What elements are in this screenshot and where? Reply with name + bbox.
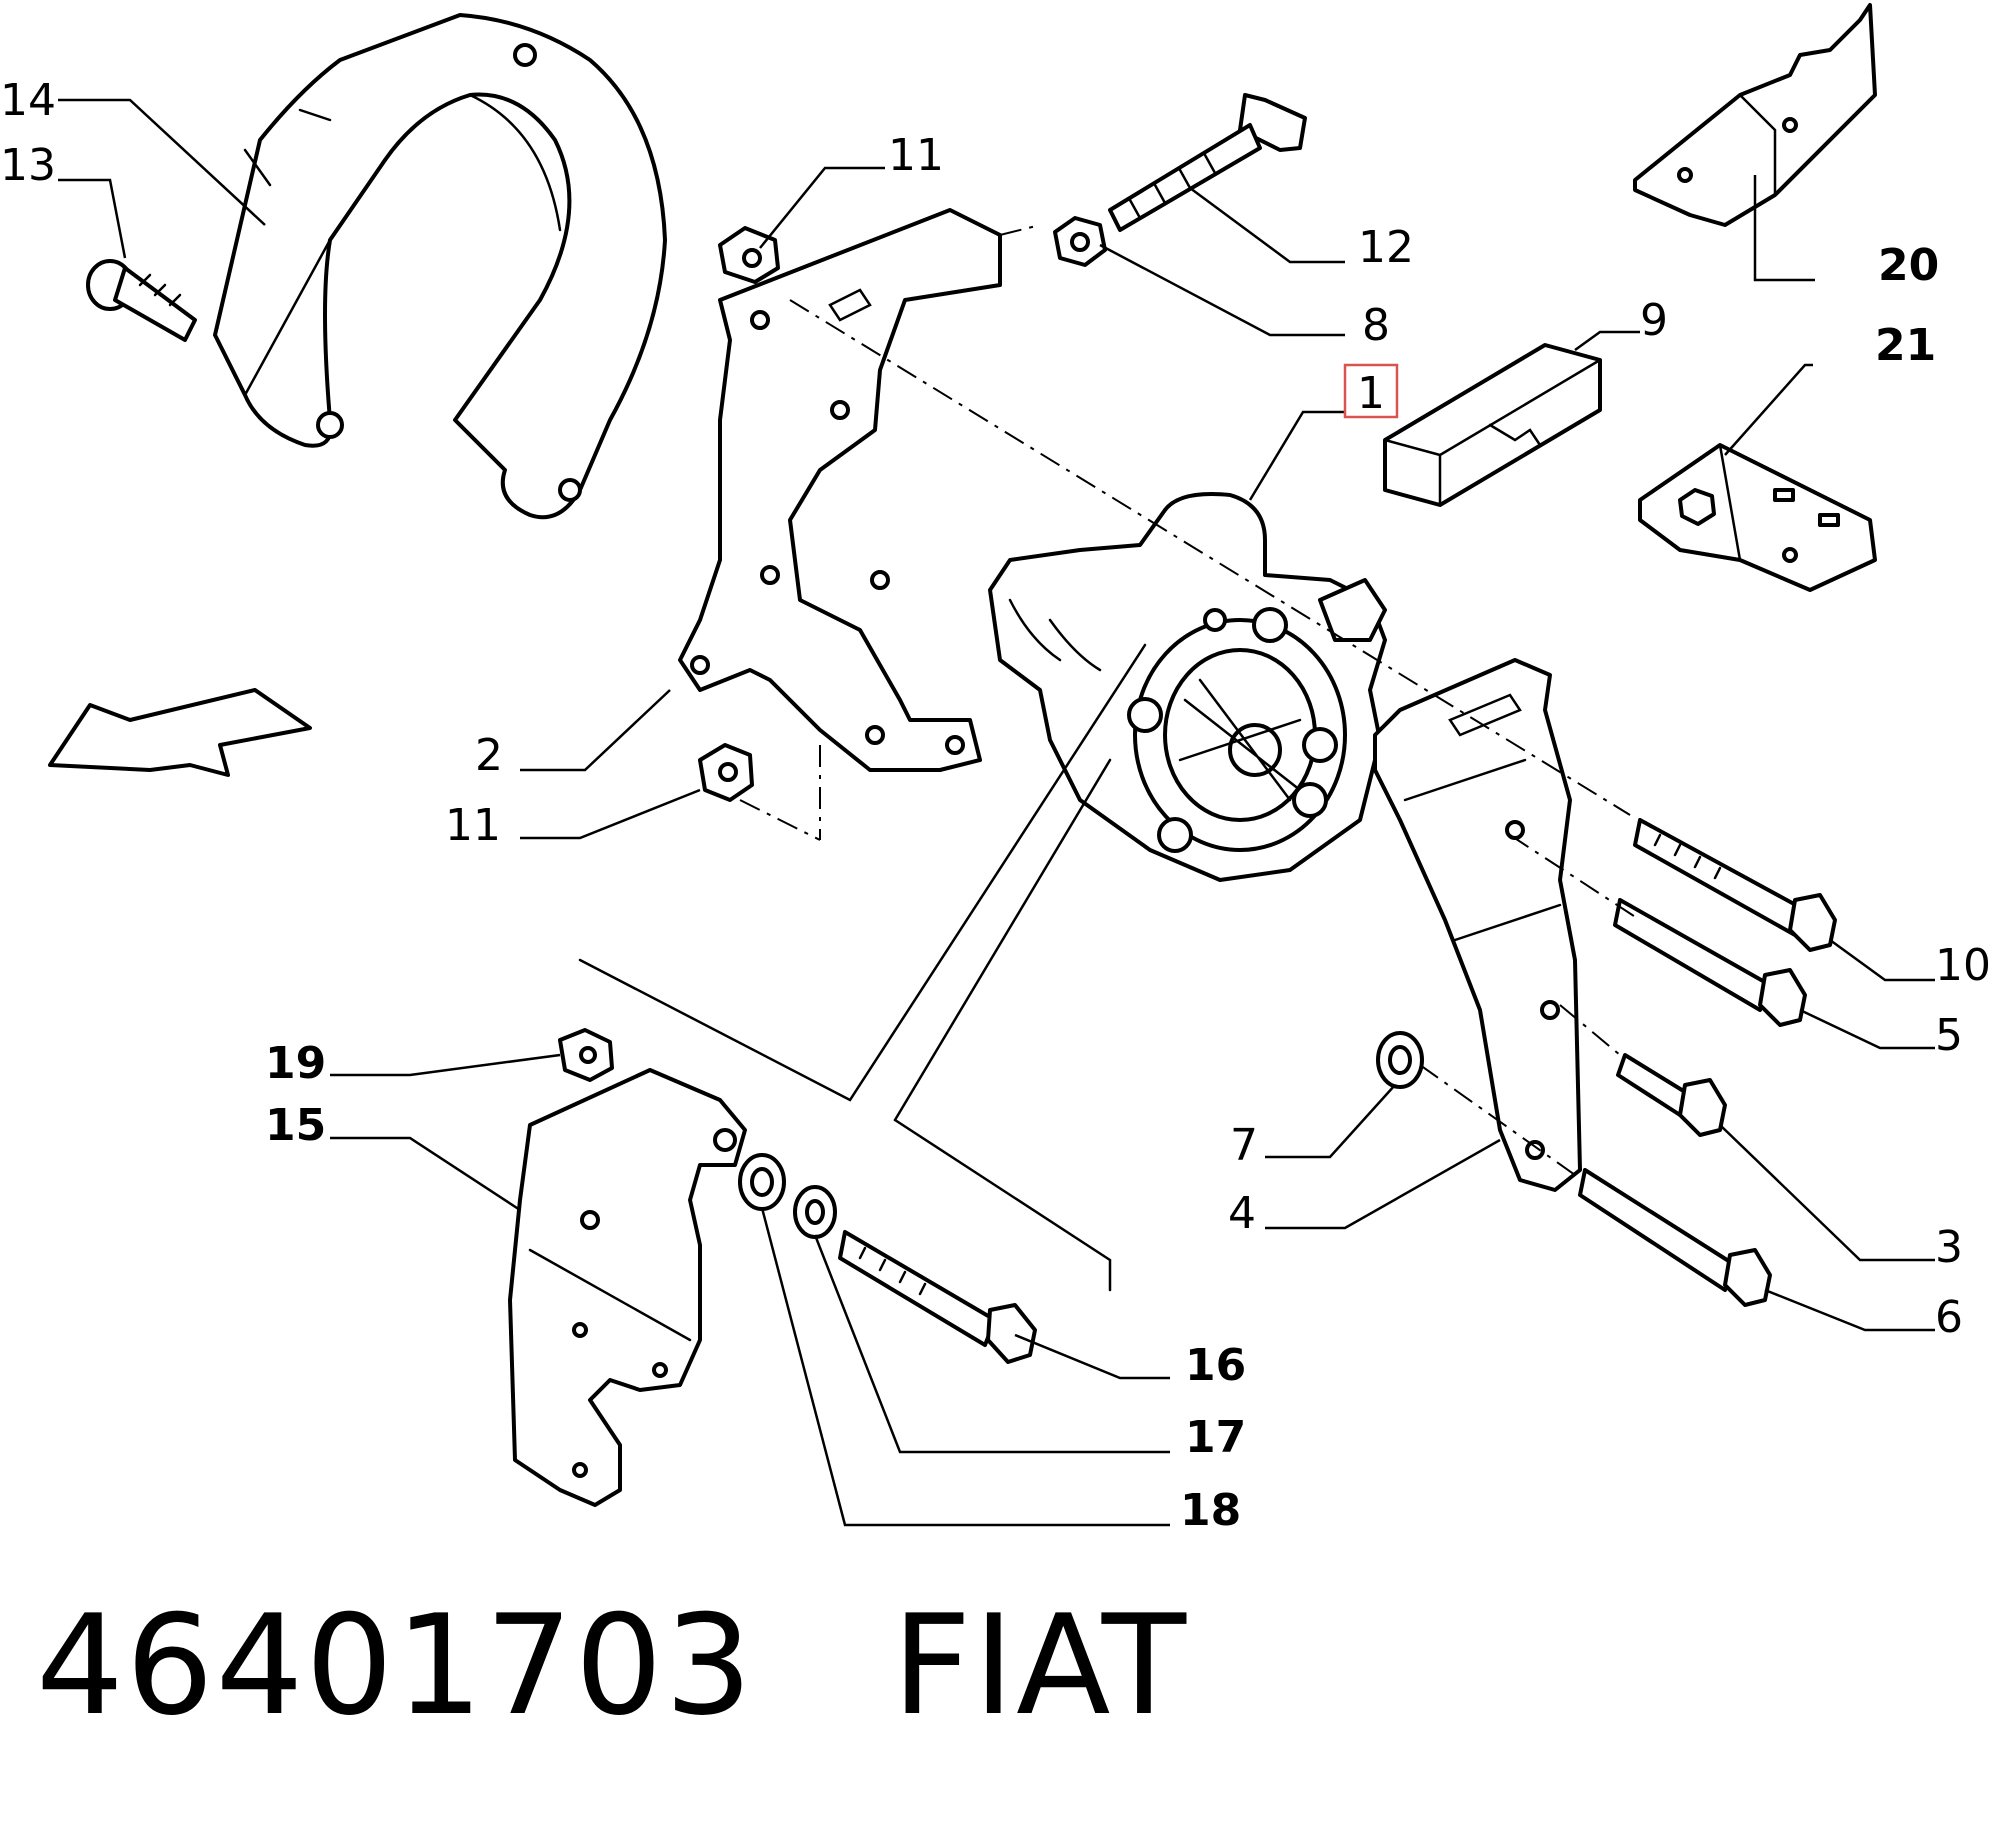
part-7-washer	[1376, 1031, 1424, 1089]
callout-20: 20	[1878, 240, 1939, 291]
part-11-nut-upper	[718, 226, 780, 284]
callout-1-highlight-box	[1343, 363, 1399, 419]
callout-15: 15	[265, 1100, 326, 1151]
part-15-lower-bracket	[508, 1068, 747, 1507]
part-20-bracket	[1633, 3, 1877, 227]
callout-18: 18	[1180, 1485, 1241, 1536]
part-10-bolt	[1633, 818, 1837, 952]
callout-5: 5	[1935, 1010, 1963, 1061]
part-18-washer	[738, 1153, 786, 1211]
part-16-bolt	[838, 1230, 1037, 1364]
part-4-swing-bracket	[1373, 658, 1582, 1192]
callout-14: 14	[0, 75, 56, 126]
part-14-u-bracket	[213, 13, 667, 520]
callout-7: 7	[1230, 1120, 1258, 1171]
part-1-vacuum-pump	[988, 492, 1387, 882]
callout-16: 16	[1185, 1340, 1246, 1391]
direction-arrow-icon	[48, 688, 312, 777]
part-caption: 46401703 FIAT	[36, 1585, 1188, 1746]
callout-10: 10	[1935, 940, 1991, 991]
part-5-bolt	[1613, 898, 1807, 1027]
part-number: 46401703	[36, 1585, 755, 1746]
part-17-lock-washer	[793, 1185, 837, 1239]
part-9-rubber-block	[1383, 343, 1602, 507]
part-6-bolt	[1578, 1168, 1772, 1307]
callout-2: 2	[475, 730, 503, 781]
callout-3: 3	[1935, 1222, 1963, 1273]
leader-lines	[58, 98, 1935, 1527]
callout-labels: 14 13 11 12 8 20 9 21 1 2 11 10 5 19 15 …	[0, 75, 1991, 1536]
part-13-bolt	[86, 259, 197, 342]
callout-8: 8	[1362, 300, 1390, 351]
part-3-bolt	[1616, 1053, 1727, 1137]
callout-21: 21	[1875, 320, 1936, 371]
callout-11-upper: 11	[888, 130, 944, 181]
part-21-bracket	[1638, 443, 1877, 592]
brand-name: FIAT	[892, 1585, 1189, 1746]
callout-13: 13	[0, 140, 56, 191]
part-12-long-bolt	[1108, 93, 1307, 232]
reference-lines	[578, 643, 1147, 1292]
assembly-axes	[739, 224, 1641, 1176]
callout-1: 1	[1357, 368, 1385, 419]
callout-4: 4	[1228, 1188, 1256, 1239]
callout-12: 12	[1358, 222, 1414, 273]
callout-6: 6	[1935, 1292, 1963, 1343]
callout-9: 9	[1640, 295, 1668, 346]
callout-11-lower: 11	[445, 800, 501, 851]
callout-19: 19	[265, 1038, 326, 1089]
callout-17: 17	[1185, 1412, 1246, 1463]
part-2-mounting-plate	[678, 208, 1002, 772]
part-11-nut-lower	[698, 743, 754, 802]
part-8-nut	[1053, 216, 1107, 267]
part-19-nut	[558, 1028, 614, 1082]
